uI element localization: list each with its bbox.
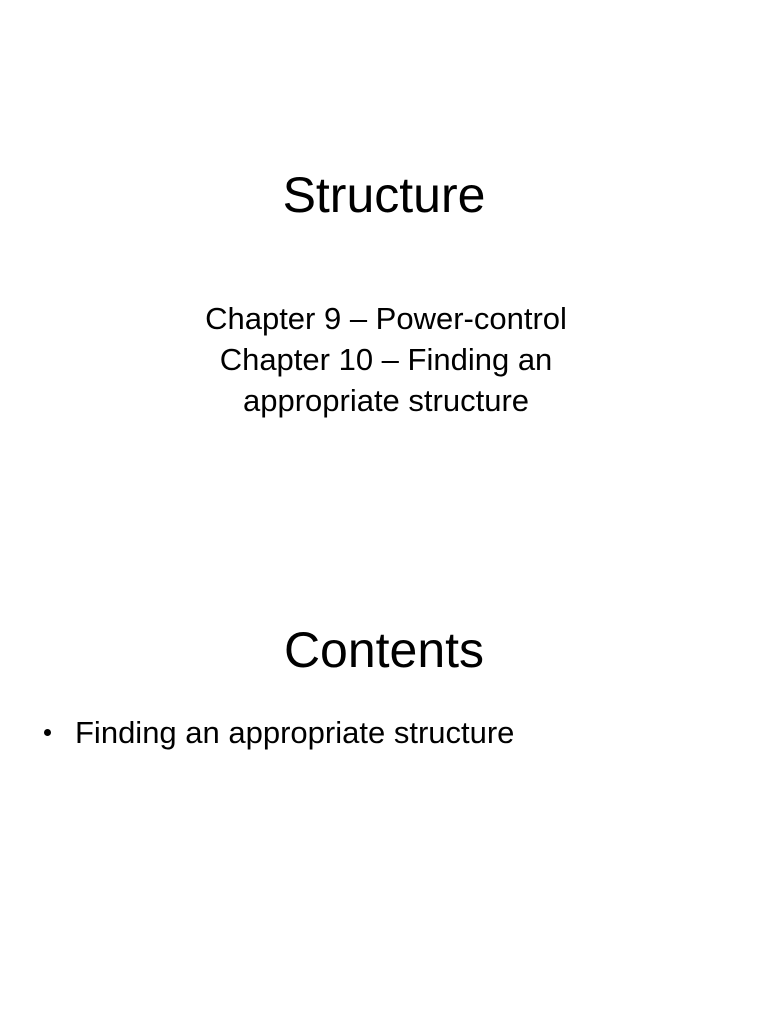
- list-item-label: Finding an appropriate structure: [75, 715, 515, 750]
- contents-bullet-list: Finding an appropriate structure: [40, 714, 730, 752]
- subtitle-line-3: appropriate structure: [242, 383, 530, 418]
- bullet-dot-icon: [44, 729, 51, 736]
- subtitle-line-2: Chapter 10 – Finding an: [219, 342, 553, 377]
- list-item: Finding an appropriate structure: [40, 714, 730, 752]
- subtitle-line-1: Chapter 9 – Power-control: [205, 301, 567, 336]
- contents-heading: Contents: [283, 622, 485, 678]
- page-title: Structure: [282, 167, 486, 223]
- slide-subtitle: Chapter 9 – Power-control Chapter 10 – F…: [84, 298, 688, 421]
